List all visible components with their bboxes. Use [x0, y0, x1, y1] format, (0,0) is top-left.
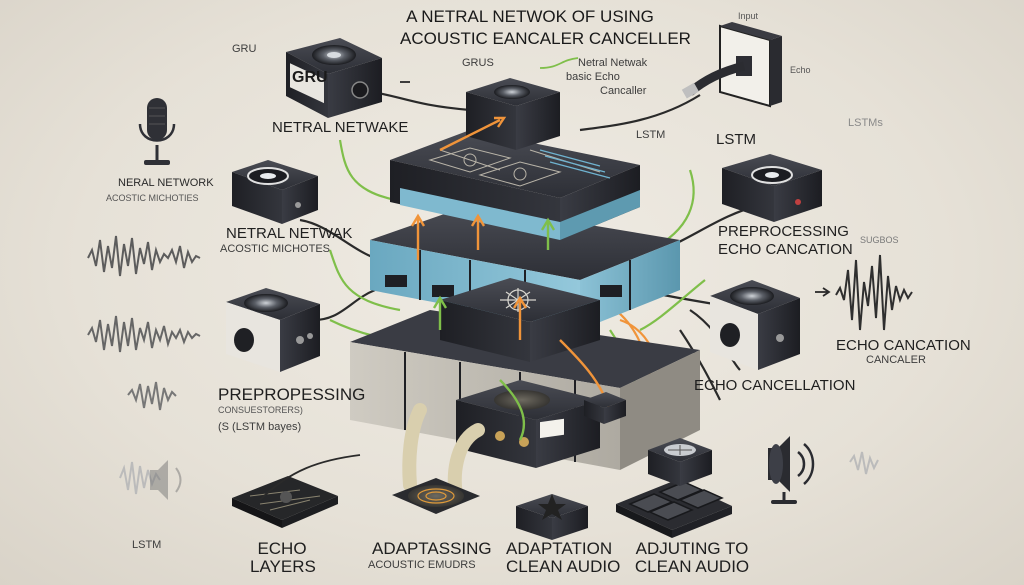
label-prep-sub1: CONSUESTORERS)	[218, 405, 303, 415]
label-adaptation-sub: CLEAN AUDIO	[506, 557, 621, 576]
preprocessing-device	[226, 288, 320, 372]
label-netral-netwak-2: NETRAL NETWAK	[226, 225, 353, 242]
label-cancaler: CANCALER	[866, 354, 926, 366]
label-lstm-a: LSTM	[636, 129, 666, 141]
label-input: Input	[738, 11, 759, 21]
label-neral-network: NERAL NETWORK	[118, 177, 214, 189]
waveform-icon	[835, 254, 913, 331]
waveform-icon	[87, 235, 201, 277]
label-lstm-b: LSTM	[716, 131, 757, 148]
acoustic-mic-device	[232, 160, 318, 224]
label-lstm-bottom: LSTM	[132, 539, 162, 551]
label-echo-layers-2: LAYERS	[250, 557, 316, 576]
label-faint-right: SUGBOS	[860, 235, 899, 245]
gru-device	[286, 38, 382, 118]
small-connector-box	[584, 392, 626, 424]
wire-green	[328, 249, 401, 312]
label-gru-box: GRU	[292, 69, 328, 86]
label-adjusting: ADJUTING TO	[635, 539, 749, 558]
adjusting-clean-audio-box	[616, 438, 732, 538]
label-echo-layers-1: ECHO	[257, 539, 307, 558]
label-echo-cancation-2: ECHO CANCATION	[836, 337, 971, 354]
echo-cancellation-device	[710, 280, 800, 370]
label-grus: GRUS	[462, 57, 494, 69]
label-adjusting-sub: CLEAN AUDIO	[634, 557, 750, 576]
label-echo-cancation: ECHO CANCATION	[718, 241, 853, 258]
speaker-icon	[150, 460, 182, 500]
label-prepropessing: PREPROPESSING	[218, 385, 366, 404]
label-acostic-michotes: ACOSTIC MICHOTES	[220, 243, 331, 255]
label-basic-echo: basic Echo	[566, 71, 620, 83]
label-gru: GRU	[232, 43, 257, 55]
label-preprocessing: PREPROCESSING	[718, 223, 849, 240]
label-adaptassing-sub: ACOUSTIC EMUDRS	[368, 559, 476, 571]
wire-dark	[679, 329, 721, 401]
label-cancaller: Cancaller	[600, 85, 647, 97]
label-netral-netwak-basic: Netral Netwak	[578, 57, 648, 69]
adaptation-disk	[392, 478, 480, 514]
label-echo-cancellation: ECHO CANCELLATION	[694, 377, 856, 394]
preprocessing-device-right	[722, 154, 822, 222]
label-acostic-michoties: ACOSTIC MICHOTIES	[106, 193, 199, 203]
microphone-icon	[138, 98, 176, 165]
label-echo-small: Echo	[790, 65, 811, 75]
connector-plug-icon	[681, 22, 782, 108]
wire-dark	[579, 94, 701, 132]
label-lstm-faint: LSTMs	[848, 117, 883, 129]
speaker-icon	[768, 436, 815, 504]
diagram-title-line2: ACOUSTIC EANCALER CANCELLER	[400, 29, 691, 48]
diagram-title-line1: A NETRAL NETWOK OF USING	[406, 7, 654, 26]
waveform-icon	[87, 315, 201, 353]
waveform-icon	[127, 381, 177, 411]
wire-green	[639, 279, 706, 331]
label-prep-sub2: (S (LSTM bayes)	[218, 421, 302, 433]
adaptation-clean-audio-box	[516, 418, 588, 540]
label-adaptation: ADAPTATION	[506, 539, 613, 558]
label-adaptassing: ADAPTASSING	[372, 539, 492, 558]
echo-layers-board	[232, 476, 338, 528]
neural-network-stack	[350, 78, 700, 470]
wire-green	[338, 139, 396, 202]
label-netral-netwake: NETRAL NETWAKE	[272, 119, 409, 136]
